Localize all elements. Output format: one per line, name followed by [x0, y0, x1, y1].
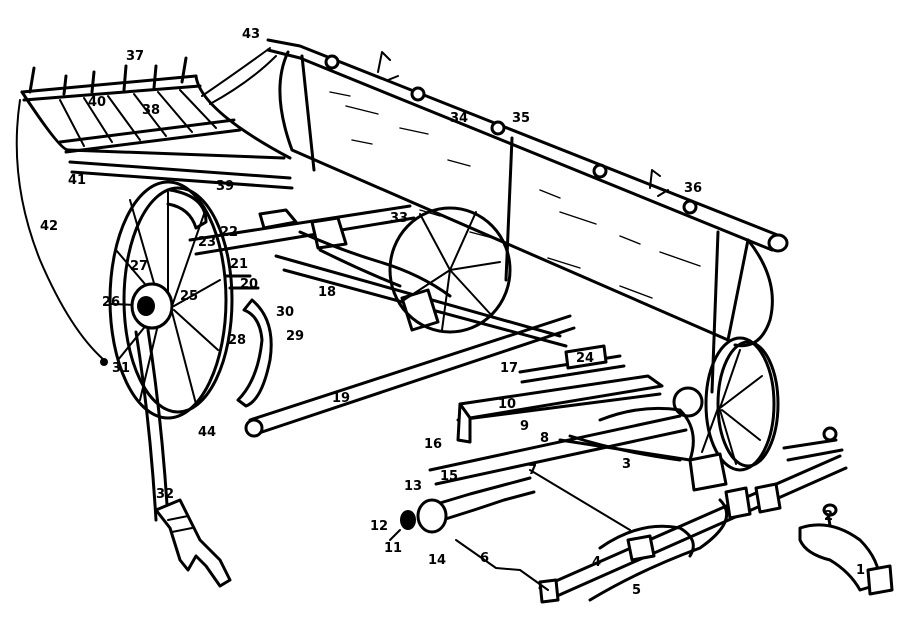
label-11: 11 [384, 541, 402, 556]
label-9: 9 [520, 419, 529, 434]
label-6: 6 [480, 551, 489, 566]
label-19: 19 [332, 391, 350, 406]
label-43: 43 [242, 27, 260, 42]
label-8: 8 [540, 431, 549, 446]
label-26: 26 [102, 295, 120, 310]
label-18: 18 [318, 285, 336, 300]
label-34: 34 [450, 111, 468, 126]
part-labels: 1 2 3 4 5 6 7 8 9 10 11 12 13 14 15 16 1… [40, 27, 865, 598]
label-38: 38 [142, 103, 160, 118]
label-42: 42 [40, 219, 58, 234]
label-37: 37 [126, 49, 144, 64]
front-axle [389, 336, 894, 604]
rear-rack [15, 47, 294, 366]
label-33: 33 [390, 211, 408, 226]
drag-shaft [134, 328, 232, 588]
label-21: 21 [230, 257, 248, 272]
label-29: 29 [286, 329, 304, 344]
label-1: 1 [856, 563, 865, 578]
label-25: 25 [180, 289, 198, 304]
label-32: 32 [156, 487, 174, 502]
label-20: 20 [240, 277, 258, 292]
label-36: 36 [684, 181, 702, 196]
label-4: 4 [592, 555, 601, 570]
label-5: 5 [632, 583, 641, 598]
label-39: 39 [216, 179, 234, 194]
label-44: 44 [198, 425, 216, 440]
label-28: 28 [228, 333, 246, 348]
label-13: 13 [404, 479, 422, 494]
label-15: 15 [440, 469, 458, 484]
label-12: 12 [370, 519, 388, 534]
undercarriage [188, 204, 576, 438]
label-23: 23 [198, 235, 216, 250]
label-30: 30 [276, 305, 294, 320]
label-2: 2 [824, 509, 833, 524]
side-board [266, 38, 789, 394]
label-31: 31 [112, 361, 130, 376]
label-24: 24 [576, 351, 594, 366]
label-16: 16 [424, 437, 442, 452]
label-10: 10 [498, 397, 516, 412]
label-3: 3 [622, 457, 631, 472]
label-27: 27 [130, 259, 148, 274]
label-40: 40 [88, 95, 106, 110]
rear-wheel-left [108, 180, 273, 420]
label-35: 35 [512, 111, 530, 126]
label-41: 41 [68, 173, 86, 188]
label-17: 17 [500, 361, 518, 376]
label-7: 7 [528, 463, 537, 478]
label-22: 22 [220, 225, 238, 240]
label-14: 14 [428, 553, 446, 568]
